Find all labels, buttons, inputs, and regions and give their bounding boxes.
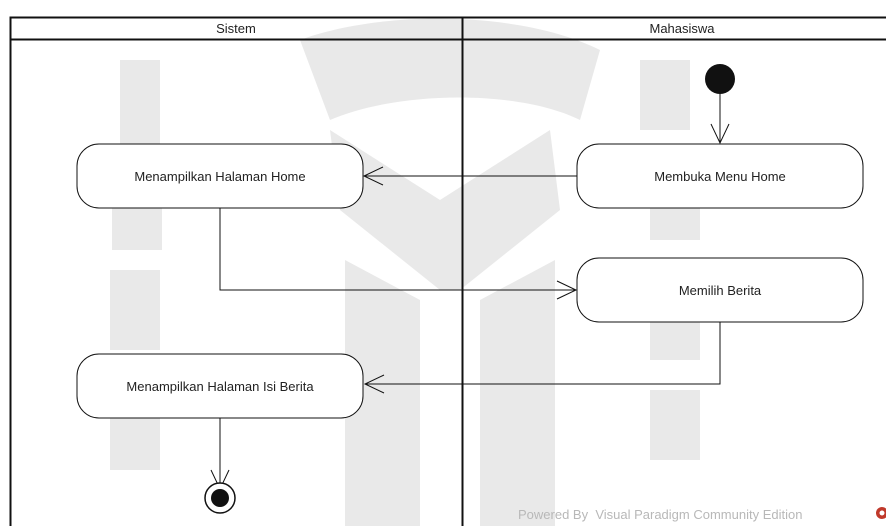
flow-membuka-to-tampil-home-arrow bbox=[362, 166, 384, 186]
flow-tampil-home-to-memilih bbox=[219, 208, 576, 291]
activity-memilih-berita: Memilih Berita bbox=[576, 257, 864, 323]
activity-label: Menampilkan Halaman Isi Berita bbox=[126, 379, 314, 394]
visual-paradigm-logo-icon bbox=[876, 507, 886, 519]
flow-memilih-to-tampil-isi bbox=[365, 322, 721, 385]
flow-start-to-membuka-arrow bbox=[710, 123, 730, 145]
initial-node bbox=[705, 64, 735, 94]
activity-membuka-menu-home: Membuka Menu Home bbox=[576, 143, 864, 209]
swimlane-title-mahasiswa: Mahasiswa bbox=[649, 21, 715, 36]
activity-menampilkan-halaman-isi-berita: Menampilkan Halaman Isi Berita bbox=[76, 353, 364, 419]
flow-tampil-home-to-memilih-arrow bbox=[556, 280, 578, 300]
activity-label: Memilih Berita bbox=[679, 283, 762, 298]
powered-by-text: Powered By Visual Paradigm Community Edi… bbox=[518, 507, 802, 522]
activity-label: Membuka Menu Home bbox=[654, 169, 786, 184]
flow-memilih-to-tampil-isi-arrow bbox=[363, 374, 385, 394]
swimlane-title-sistem: Sistem bbox=[216, 21, 256, 36]
final-node bbox=[204, 482, 236, 514]
activity-label: Menampilkan Halaman Home bbox=[134, 169, 305, 184]
activity-menampilkan-halaman-home: Menampilkan Halaman Home bbox=[76, 143, 364, 209]
